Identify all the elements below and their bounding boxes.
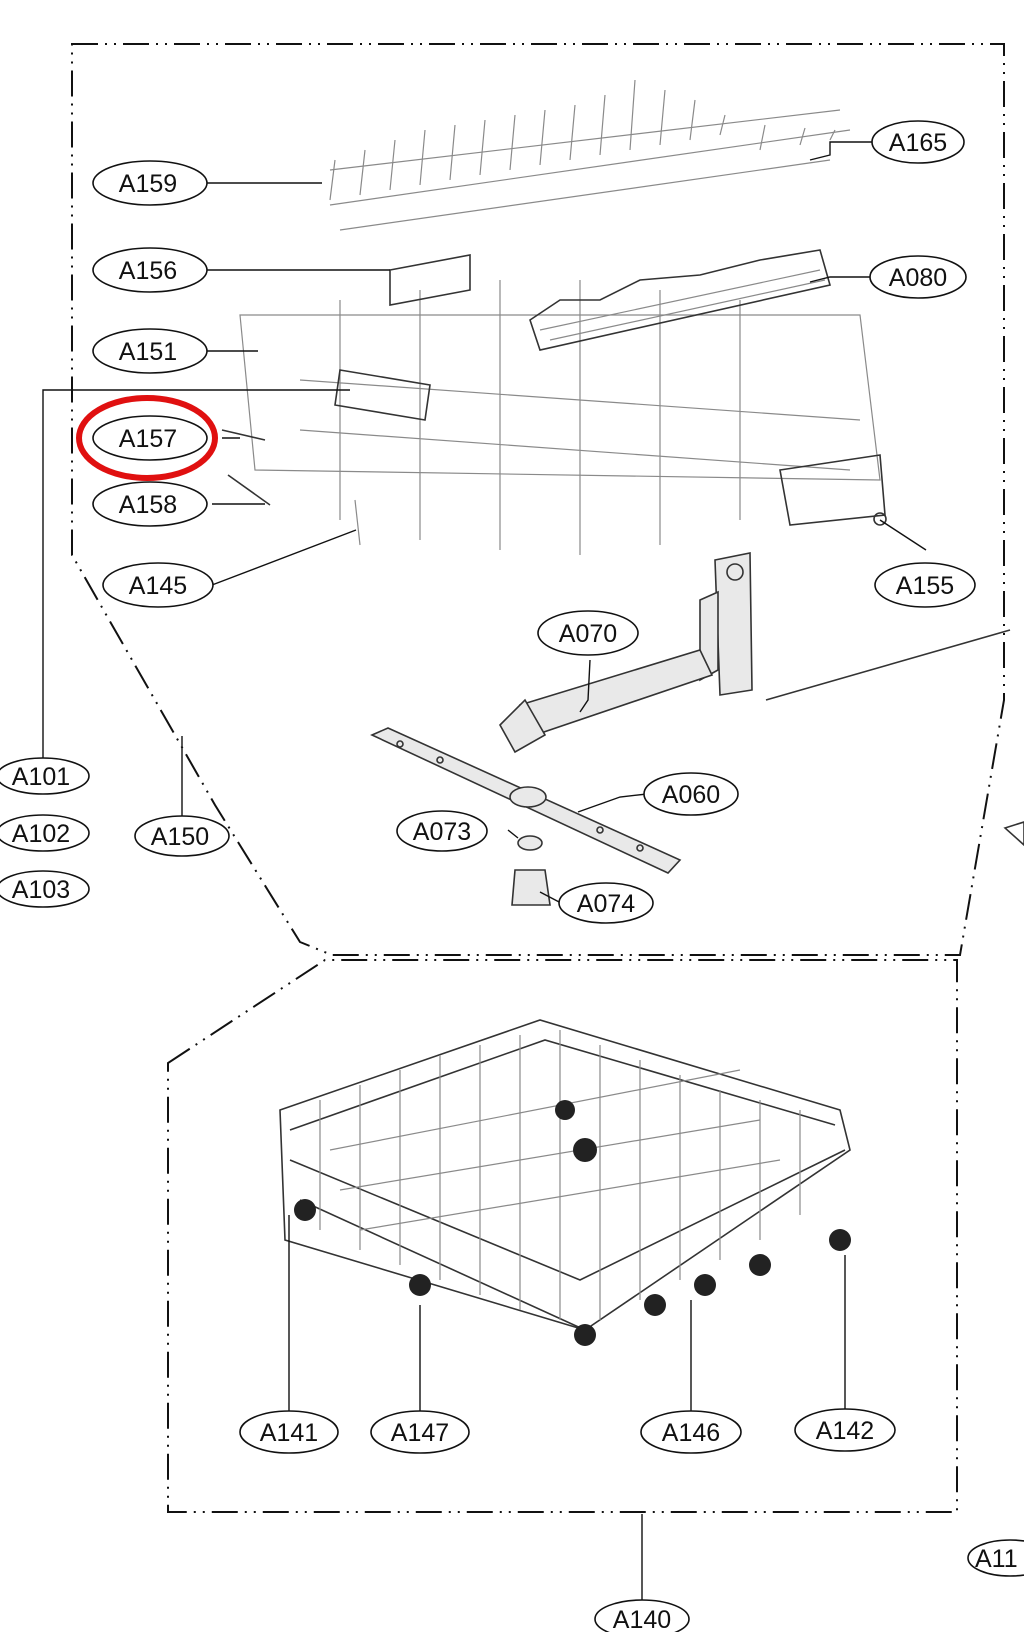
callout-A103: A103 xyxy=(0,870,90,908)
callout-label: A159 xyxy=(119,170,177,198)
callout-label: A155 xyxy=(896,572,954,600)
callout-label: A142 xyxy=(816,1417,874,1445)
callout-label: A11 xyxy=(975,1545,1018,1573)
callout-A142: A142 xyxy=(794,1408,896,1452)
adjacent-part-fragment xyxy=(1003,821,1024,847)
upper-assembly-frame xyxy=(71,43,1005,956)
lower-basket-part xyxy=(279,1019,851,1346)
callout-A074: A074 xyxy=(558,882,654,924)
upper-rack-sketch xyxy=(221,79,887,555)
callout-label: A073 xyxy=(413,818,471,846)
callout-A080: A080 xyxy=(869,255,967,299)
callout-label: A060 xyxy=(662,781,720,809)
callout-label: A101 xyxy=(12,763,70,791)
callout-label: A080 xyxy=(889,264,947,292)
leader-lines xyxy=(42,141,927,1601)
callout-label: A158 xyxy=(119,491,177,519)
callout-A150: A150 xyxy=(134,815,230,857)
callout-label: A157 xyxy=(119,425,177,453)
callout-label: A151 xyxy=(119,338,177,366)
feed-tube-part xyxy=(499,552,1011,754)
callout-label: A147 xyxy=(391,1419,449,1447)
callout-label: A156 xyxy=(119,257,177,285)
callout-label: A102 xyxy=(12,820,70,848)
callout-A155: A155 xyxy=(874,562,976,608)
callout-label: A150 xyxy=(151,823,209,851)
callout-A145: A145 xyxy=(102,562,214,608)
callout-A140: A140 xyxy=(594,1599,690,1632)
callout-label: A070 xyxy=(559,620,617,648)
callout-label: A145 xyxy=(129,572,187,600)
callout-label: A165 xyxy=(889,129,947,157)
callout-A060: A060 xyxy=(643,772,739,816)
callout-A156: A156 xyxy=(92,247,208,293)
callout-A102: A102 xyxy=(0,814,90,852)
lower-basket-frame xyxy=(167,959,958,1513)
callout-label: A103 xyxy=(12,876,70,904)
callout-A157: A157 xyxy=(92,415,208,461)
callout-label: A146 xyxy=(662,1419,720,1447)
callout-A141: A141 xyxy=(239,1410,339,1454)
spray-arm-part xyxy=(370,727,682,906)
callout-A165: A165 xyxy=(871,120,965,164)
callout-label: A074 xyxy=(577,890,635,918)
callout-A11x-partial: A11 xyxy=(967,1539,1024,1577)
callout-label: A141 xyxy=(260,1419,318,1447)
callout-A070: A070 xyxy=(537,610,639,656)
callout-A101: A101 xyxy=(0,757,90,795)
callout-A147: A147 xyxy=(370,1410,470,1454)
callout-A146: A146 xyxy=(640,1410,742,1454)
callout-A151: A151 xyxy=(92,328,208,374)
callout-label: A140 xyxy=(613,1606,671,1632)
callout-A159: A159 xyxy=(92,160,208,206)
callout-A073: A073 xyxy=(396,810,488,852)
callout-A158: A158 xyxy=(92,481,208,527)
highlight-circle xyxy=(76,395,218,481)
